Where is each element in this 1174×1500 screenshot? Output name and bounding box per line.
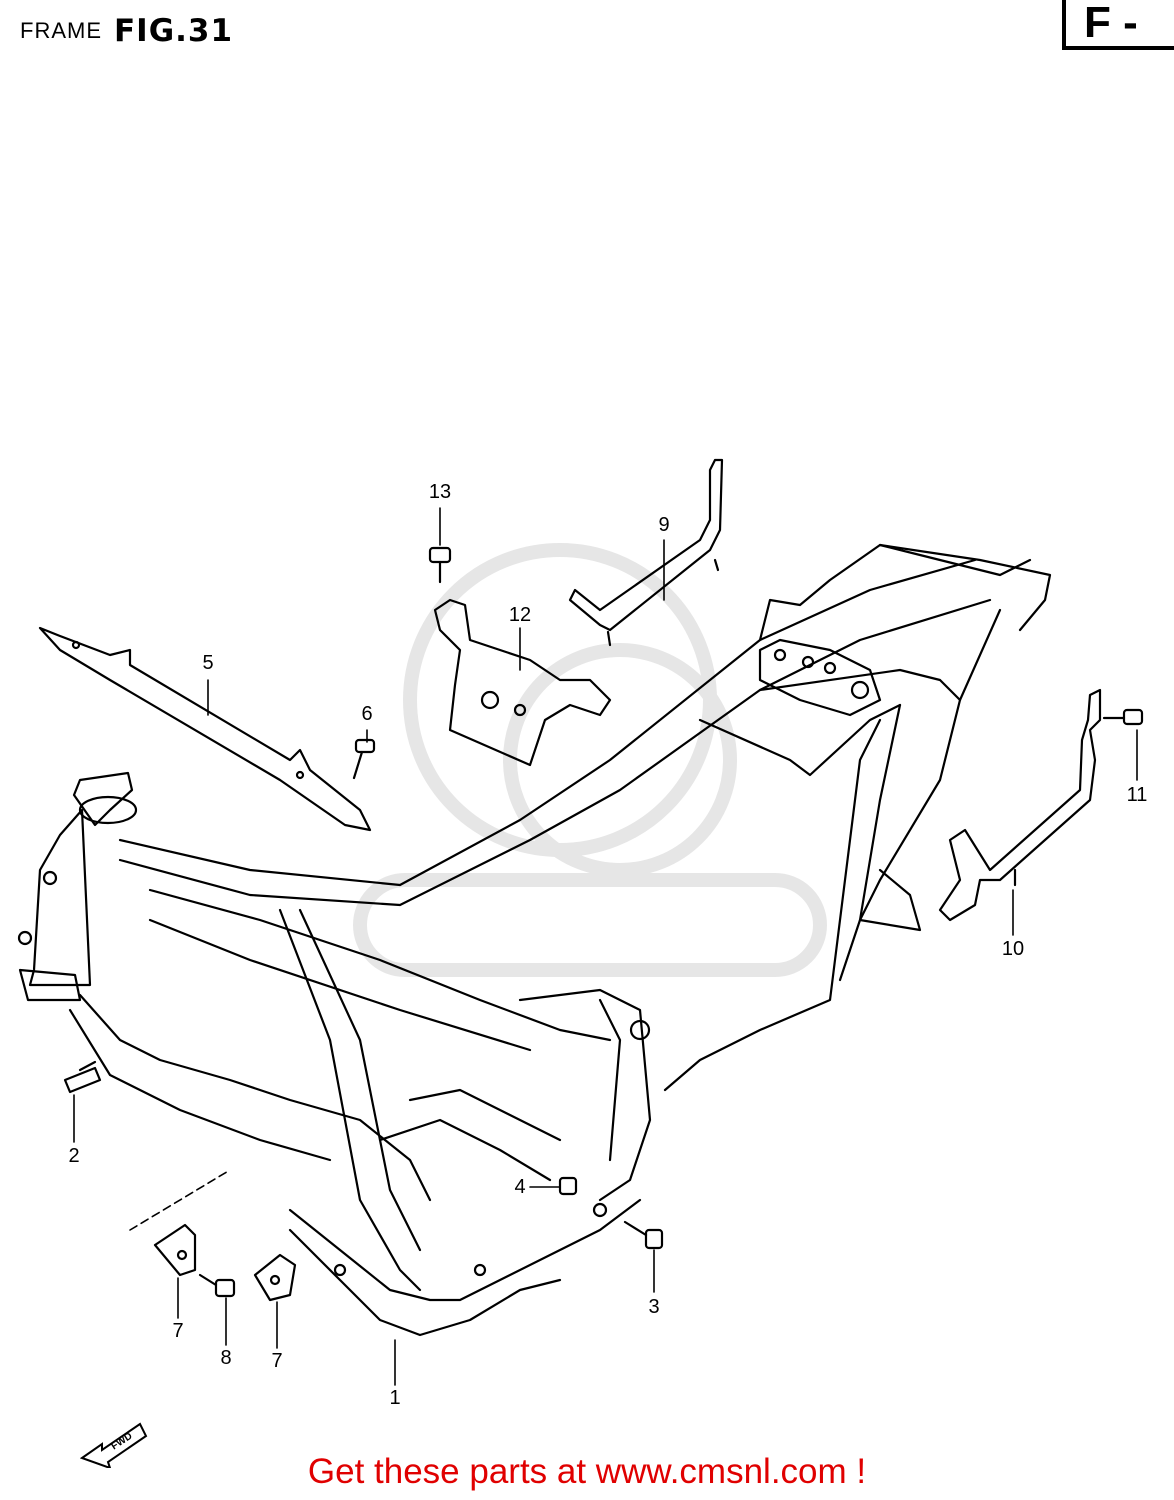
part-13-bolt (428, 546, 452, 584)
watermark-logo (353, 543, 827, 977)
part-2-bolt (63, 1060, 102, 1094)
part-6-bolt (352, 738, 376, 780)
callout-7-left: 7 (172, 1320, 184, 1342)
callout-5: 5 (202, 652, 214, 674)
part-10-stay (938, 688, 1102, 922)
section-badge: F - (1062, 0, 1174, 50)
part-4-nut (558, 1176, 578, 1196)
leader-lines (73, 507, 1138, 1386)
part-11-bolt (1102, 708, 1144, 726)
forward-arrow-icon: FWD (80, 1422, 148, 1468)
callout-8: 8 (220, 1347, 232, 1369)
callout-9: 9 (658, 514, 670, 536)
frame-down-tubes (68, 888, 652, 1337)
part-8-bolt (198, 1273, 236, 1298)
callout-4: 4 (514, 1176, 526, 1198)
part-5-brace (38, 626, 372, 832)
part-7-plate-right (253, 1253, 297, 1302)
callout-10: 10 (1001, 938, 1025, 960)
section-badge-text: F - (1084, 0, 1138, 47)
part-3-bolt (623, 1220, 664, 1250)
callout-7-right: 7 (271, 1350, 283, 1372)
callout-6: 6 (361, 703, 373, 725)
part-7-plate-left (153, 1223, 197, 1277)
callout-2: 2 (68, 1145, 80, 1167)
callout-13: 13 (428, 481, 452, 503)
part-9-stay (568, 458, 724, 647)
cta-link[interactable]: Get these parts at www.cmsnl.com ! (307, 1452, 867, 1491)
callout-11: 11 (1126, 784, 1148, 806)
callout-3: 3 (648, 1296, 660, 1318)
callout-12: 12 (508, 604, 532, 626)
section-label: FRAME (20, 18, 102, 43)
part-12-bracket (433, 598, 612, 767)
frame-main-rails (118, 543, 1052, 1092)
head-pipe (17, 771, 138, 1002)
callout-1: 1 (389, 1387, 401, 1409)
figure-label: FIG.31 (114, 13, 234, 49)
